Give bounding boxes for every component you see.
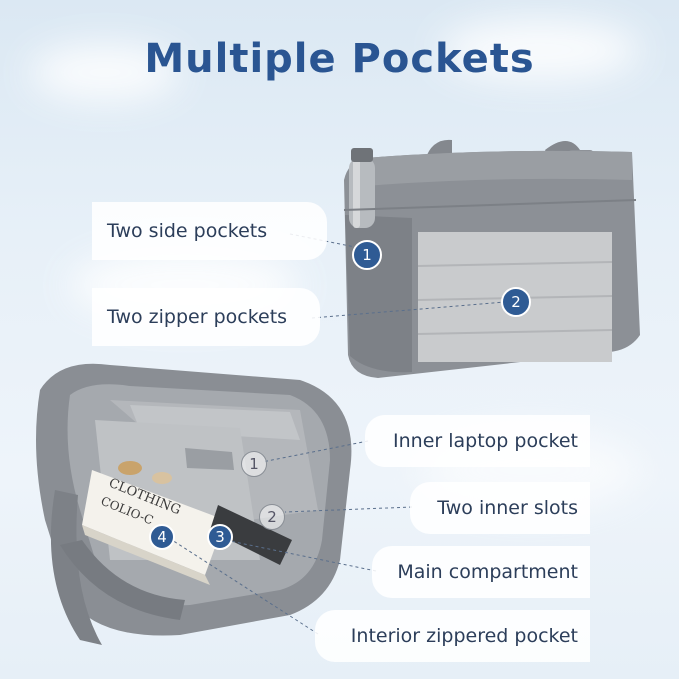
leader-lines: [171, 233, 506, 635]
callout-label: Main compartment: [397, 561, 578, 583]
callout-label: Two zipper pockets: [107, 306, 288, 328]
callout-inner-laptop-pocket: Inner laptop pocket: [365, 415, 590, 467]
callout-label: Two side pockets: [107, 220, 268, 242]
callout-zipper-pockets: Two zipper pockets: [92, 288, 320, 346]
callout-inner-slots: Two inner slots: [410, 482, 590, 534]
callout-label: Two inner slots: [437, 497, 578, 519]
callout-interior-zippered-pocket: Interior zippered pocket: [315, 610, 590, 662]
badge-laptop-pocket: 1: [241, 451, 267, 477]
exterior-bag: [343, 139, 640, 378]
page-title: Multiple Pockets: [144, 36, 535, 82]
callout-label: Interior zippered pocket: [350, 625, 578, 647]
interior-bag: [36, 363, 352, 645]
cloud-decoration: [440, 20, 640, 80]
badge-side-pocket: 1: [352, 240, 382, 270]
badge-inner-slots: 2: [259, 504, 285, 530]
badge-interior-zippered-pocket: 4: [149, 524, 175, 550]
badge-zipper-pocket: 2: [501, 287, 531, 317]
callout-main-compartment: Main compartment: [372, 546, 590, 598]
cloud-decoration: [30, 45, 180, 100]
callout-side-pockets: Two side pockets: [92, 202, 327, 260]
badge-main-compartment: 3: [207, 524, 233, 550]
callout-label: Inner laptop pocket: [393, 430, 578, 452]
